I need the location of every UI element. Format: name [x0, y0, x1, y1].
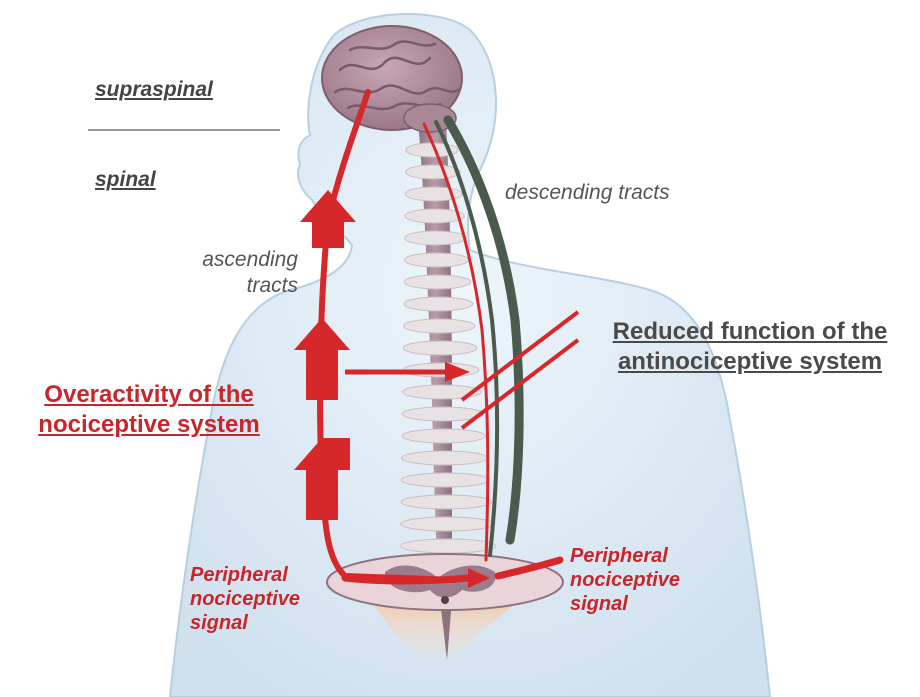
reduced-function-heading: Reduced function of the antinociceptive … [588, 317, 912, 377]
overactivity-heading: Overactivity of the nociceptive system [20, 380, 278, 440]
vertebra [404, 275, 470, 289]
vertebra [402, 429, 485, 443]
right-signal-line1: Peripheral [570, 544, 680, 568]
vertebra [406, 165, 460, 179]
left-peripheral-arrow [345, 578, 470, 581]
vertebra [404, 319, 475, 333]
ascending-tracts-label: ascending tracts [182, 247, 298, 299]
vertebra [403, 341, 477, 355]
ascending-tracts-line2: tracts [182, 273, 298, 299]
left-signal-line3: signal [190, 611, 300, 635]
brain [322, 26, 462, 132]
vertebra [404, 297, 473, 311]
descending-tracts-label: descending tracts [505, 180, 670, 206]
right-signal-line2: nociceptive [570, 568, 680, 592]
right-peripheral-signal-label: Peripheral nociceptive signal [570, 544, 680, 616]
vertebra [405, 253, 469, 267]
overactivity-line2: nociceptive system [20, 410, 278, 440]
left-signal-line2: nociceptive [190, 587, 300, 611]
vertebra [405, 231, 467, 245]
left-peripheral-signal-label: Peripheral nociceptive signal [190, 563, 300, 635]
reduced-line2: antinociceptive system [588, 347, 912, 377]
left-signal-line1: Peripheral [190, 563, 300, 587]
right-signal-line3: signal [570, 592, 680, 616]
vertebra [401, 539, 496, 553]
vertebra [402, 451, 488, 465]
overactivity-line1: Overactivity of the [20, 380, 278, 410]
vertebra [405, 209, 464, 223]
spinal-label: spinal [95, 168, 156, 192]
vertebra [402, 473, 490, 487]
reduced-line1: Reduced function of the [588, 317, 912, 347]
ascending-tracts-line1: ascending [182, 247, 298, 273]
supraspinal-label: supraspinal [95, 78, 213, 102]
vertebra [401, 495, 491, 509]
vertebra [401, 517, 494, 531]
